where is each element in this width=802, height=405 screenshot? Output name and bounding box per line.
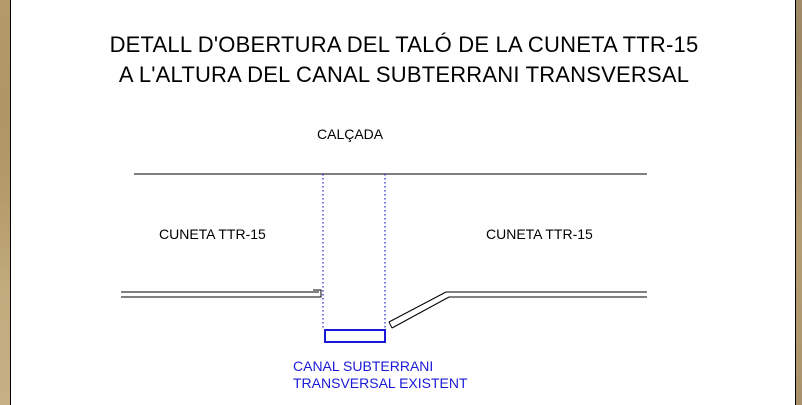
label-cuneta-left: CUNETA TTR-15	[159, 226, 266, 242]
label-canal: CANAL SUBTERRANI TRANSVERSAL EXISTENT	[293, 358, 468, 392]
title-line-2: A L'ALTURA DEL CANAL SUBTERRANI TRANSVER…	[118, 62, 690, 87]
left-kerb-end	[313, 289, 322, 298]
title-line-1: DETALL D'OBERTURA DEL TALÓ DE LA CUNETA …	[109, 32, 699, 57]
underground-channel	[324, 329, 386, 343]
label-cuneta-right: CUNETA TTR-15	[486, 226, 593, 242]
drawing-title: DETALL D'OBERTURA DEL TALÓ DE LA CUNETA …	[11, 30, 797, 90]
label-canal-line-2: TRANSVERSAL EXISTENT	[293, 375, 468, 391]
label-calcada: CALÇADA	[317, 126, 384, 142]
label-canal-line-1: CANAL SUBTERRANI	[293, 358, 434, 374]
ramp-end	[388, 321, 393, 329]
section-drawing	[121, 173, 647, 343]
ramp-bottom-line	[391, 296, 450, 329]
ramp-top-line	[388, 291, 447, 323]
drawing-sheet: DETALL D'OBERTURA DEL TALÓ DE LA CUNETA …	[10, 0, 796, 405]
